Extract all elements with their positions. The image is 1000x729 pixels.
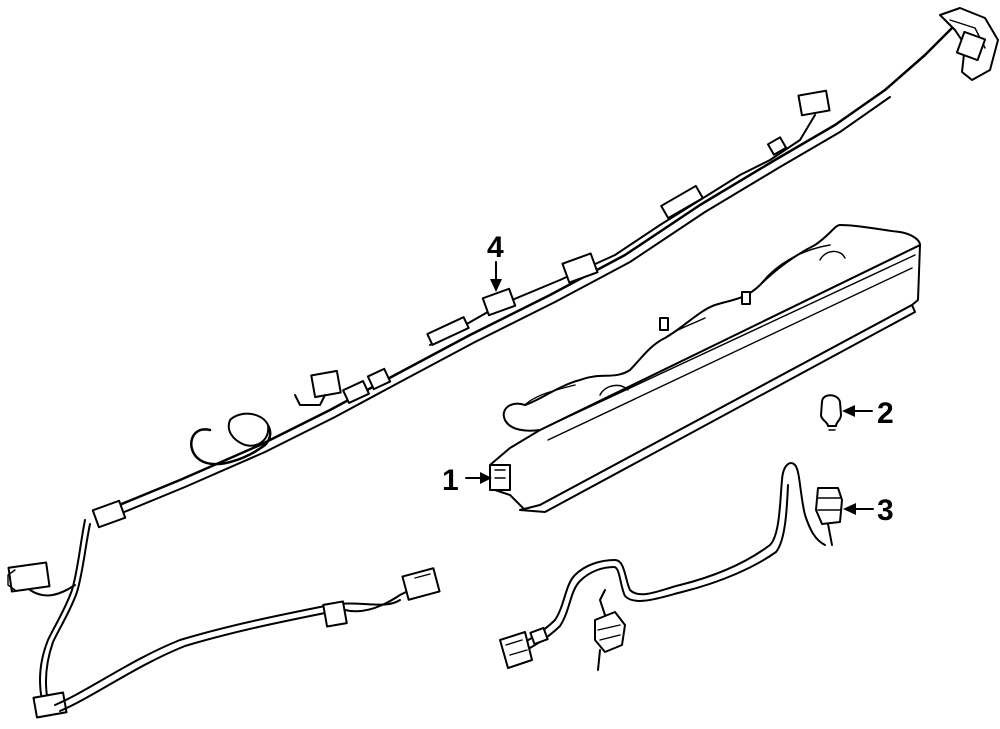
lamp-assembly[interactable] <box>489 224 921 513</box>
wiring-harness-upper[interactable] <box>7 7 999 719</box>
socket-wiring[interactable] <box>499 462 843 671</box>
callout-label-1: 1 <box>442 464 459 497</box>
callout-1: 1 <box>442 464 492 497</box>
callout-label-3: 3 <box>877 494 894 527</box>
callout-label-4: 4 <box>487 231 504 264</box>
arrow-icon <box>490 279 502 292</box>
callout-4: 4 <box>487 231 504 292</box>
callout-2: 2 <box>842 397 894 430</box>
arrow-icon <box>843 503 856 515</box>
arrow-icon <box>842 405 855 417</box>
bulb[interactable] <box>820 394 842 431</box>
arrow-icon <box>480 472 492 484</box>
callout-label-2: 2 <box>877 397 894 430</box>
callout-3: 3 <box>843 494 894 527</box>
